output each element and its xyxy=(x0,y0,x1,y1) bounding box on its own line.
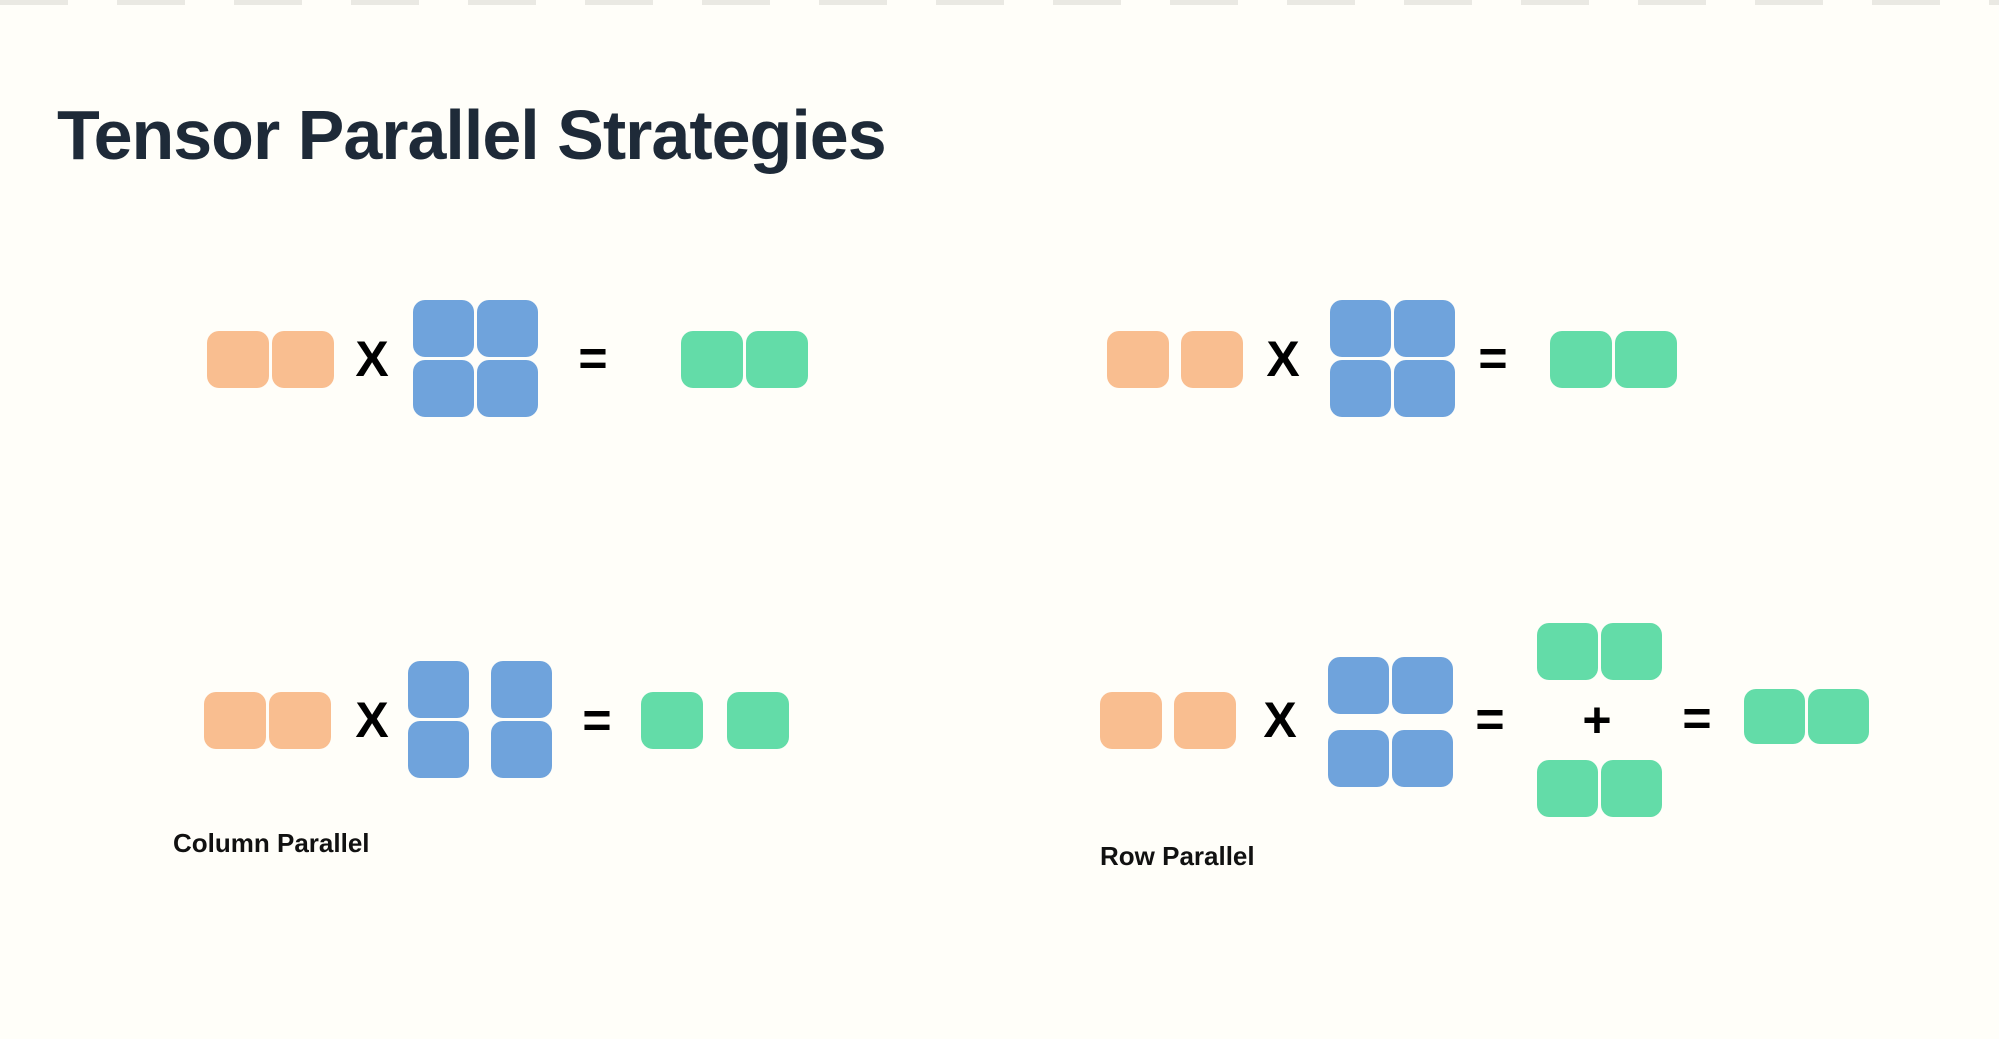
diagram-caption: Column Parallel xyxy=(173,828,370,858)
partial-output-block xyxy=(1537,760,1598,817)
output-block xyxy=(1550,331,1612,388)
equals-operator: = xyxy=(1478,330,1508,386)
output-row xyxy=(1550,331,1677,388)
partial-output-block xyxy=(1601,760,1662,817)
input-block xyxy=(1100,692,1162,749)
output-block xyxy=(727,692,789,749)
output-block xyxy=(1744,689,1805,744)
weight-block xyxy=(477,360,538,417)
input-block xyxy=(272,331,334,388)
weight-block xyxy=(477,300,538,357)
multiply-operator: X xyxy=(355,692,389,748)
output-block xyxy=(681,331,743,388)
weight-block xyxy=(413,300,474,357)
output-row xyxy=(681,331,808,388)
weight-block xyxy=(413,360,474,417)
partial-output-block xyxy=(1601,623,1662,680)
input-block xyxy=(207,331,269,388)
weight-block xyxy=(408,721,469,778)
output-block xyxy=(746,331,808,388)
multiply-operator: X xyxy=(355,331,389,387)
multiply-operator: X xyxy=(1266,331,1300,387)
partial-output-row-top xyxy=(1537,623,1662,680)
weight-block xyxy=(491,721,552,778)
weight-block xyxy=(491,661,552,718)
input-row xyxy=(207,331,334,388)
input-row xyxy=(1107,331,1243,388)
weight-block xyxy=(1330,360,1391,417)
weight-block xyxy=(1328,657,1389,714)
plus-operator: + xyxy=(1582,692,1612,748)
weight-matrix-row-split xyxy=(1328,657,1453,787)
input-block xyxy=(1107,331,1169,388)
equals-operator: = xyxy=(582,692,612,748)
output-row-split xyxy=(641,692,789,749)
output-block xyxy=(1808,689,1869,744)
weight-block xyxy=(1330,300,1391,357)
input-block xyxy=(1181,331,1243,388)
weight-matrix xyxy=(1330,300,1455,417)
weight-matrix-column-split xyxy=(408,661,552,778)
output-block xyxy=(1615,331,1677,388)
input-block xyxy=(204,692,266,749)
top-dashed-border xyxy=(0,0,1999,5)
input-block xyxy=(1174,692,1236,749)
output-block xyxy=(641,692,703,749)
input-row xyxy=(1100,692,1236,749)
weight-block xyxy=(1394,300,1455,357)
partial-output-row-bottom xyxy=(1537,760,1662,817)
equals-operator: = xyxy=(1475,691,1505,747)
weight-block xyxy=(1392,657,1453,714)
weight-block xyxy=(1328,730,1389,787)
equals-operator: = xyxy=(1682,690,1712,746)
weight-block xyxy=(408,661,469,718)
weight-block xyxy=(1392,730,1453,787)
output-row xyxy=(1744,689,1869,744)
input-row xyxy=(204,692,331,749)
weight-matrix xyxy=(413,300,538,417)
weight-block xyxy=(1394,360,1455,417)
equals-operator: = xyxy=(578,330,608,386)
partial-output-block xyxy=(1537,623,1598,680)
multiply-operator: X xyxy=(1263,692,1297,748)
input-block xyxy=(269,692,331,749)
page-title: Tensor Parallel Strategies xyxy=(57,95,887,174)
diagram-caption: Row Parallel xyxy=(1100,841,1255,871)
